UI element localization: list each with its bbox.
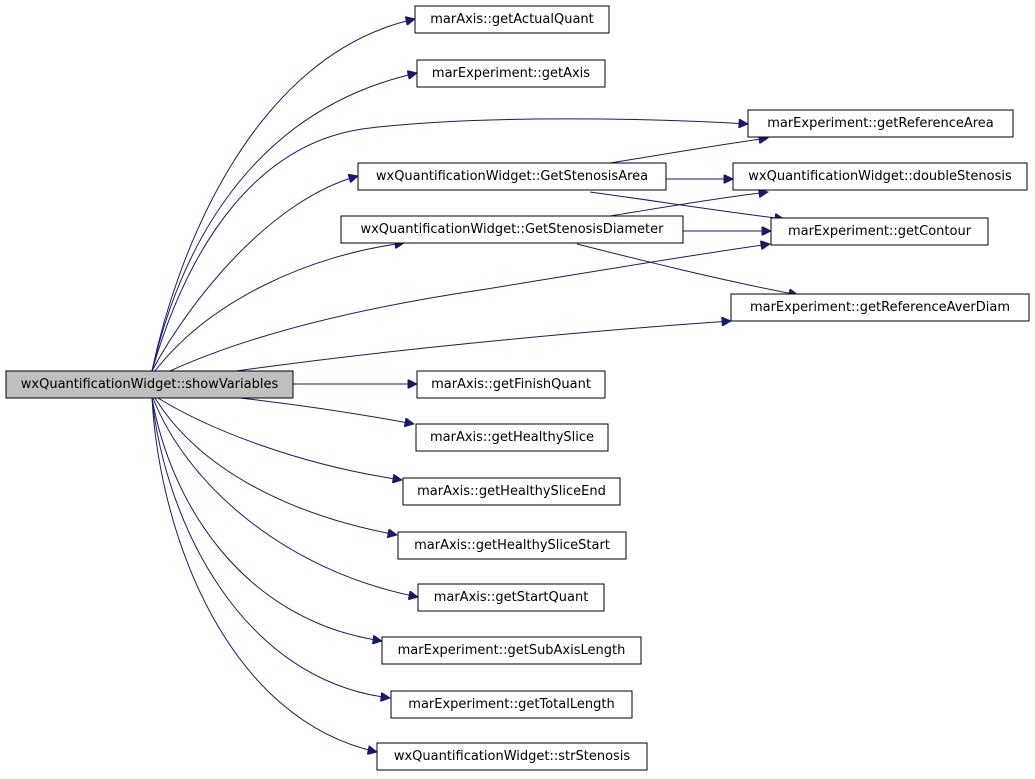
edge-root-to-n_refarea	[151, 118, 748, 372]
edge-root-to-n_contour	[169, 244, 770, 372]
edge-root-to-n_healthy	[239, 397, 414, 424]
node-label: wxQuantificationWidget::GetStenosisArea	[376, 169, 648, 184]
edge-root-to-n_actual	[151, 19, 415, 372]
node-n_refdiam[interactable]: marExperiment::getReferenceAverDiam	[730, 293, 1030, 322]
edge-root-to-n_strsten	[151, 397, 377, 752]
node-n_subaxis[interactable]: marExperiment::getSubAxisLength	[381, 636, 642, 665]
edge-root-to-n_subaxis	[151, 397, 382, 641]
edge-n_stendiam-to-n_refdiam	[576, 243, 798, 295]
node-n_total[interactable]: marExperiment::getTotalLength	[390, 690, 633, 719]
node-label: marExperiment::getContour	[788, 224, 972, 239]
edge-n_stenarea-to-n_refarea	[609, 138, 768, 164]
node-n_healthyst[interactable]: marAxis::getHealthySliceStart	[397, 531, 627, 560]
edge-root-to-n_total	[151, 397, 390, 698]
node-n_stendiam[interactable]: wxQuantificationWidget::GetStenosisDiame…	[340, 215, 684, 244]
edge-root-to-n_stendiam	[154, 243, 404, 372]
edge-root-to-n_start	[152, 397, 418, 597]
node-label: marExperiment::getReferenceArea	[767, 116, 994, 131]
node-n_refarea[interactable]: marExperiment::getReferenceArea	[747, 109, 1014, 138]
edge-root-to-n_healthyst	[154, 397, 397, 535]
nodes: wxQuantificationWidget::showVariables ma…	[5, 5, 1030, 771]
node-label: wxQuantificationWidget::GetStenosisDiame…	[360, 222, 664, 237]
edge-root-to-n_getaxis	[151, 73, 417, 372]
node-label: marExperiment::getReferenceAverDiam	[750, 300, 1010, 315]
node-label: marExperiment::getTotalLength	[408, 697, 614, 712]
node-n_start[interactable]: marAxis::getStartQuant	[417, 583, 605, 612]
node-n_healthyend[interactable]: marAxis::getHealthySliceEnd	[402, 477, 621, 506]
node-label: wxQuantificationWidget::doubleStenosis	[748, 169, 1012, 184]
node-label: marAxis::getStartQuant	[434, 590, 589, 605]
node-label: marAxis::getFinishQuant	[431, 377, 591, 392]
node-n_strsten[interactable]: wxQuantificationWidget::strStenosis	[376, 742, 648, 771]
node-n_double[interactable]: wxQuantificationWidget::doubleStenosis	[732, 162, 1028, 191]
node-label: wxQuantificationWidget::strStenosis	[394, 749, 631, 764]
node-root[interactable]: wxQuantificationWidget::showVariables	[5, 370, 294, 399]
node-n_actual[interactable]: marAxis::getActualQuant	[414, 5, 610, 34]
node-label: marAxis::getActualQuant	[430, 12, 594, 27]
edge-n_stenarea-to-n_contour	[589, 191, 784, 219]
edges	[151, 19, 798, 752]
node-label: marAxis::getHealthySliceStart	[414, 538, 610, 553]
node-label: marExperiment::getSubAxisLength	[398, 643, 626, 658]
node-n_healthy[interactable]: marAxis::getHealthySlice	[415, 423, 609, 452]
edge-root-to-n_stenarea	[151, 176, 358, 372]
edge-root-to-n_healthyend	[157, 397, 402, 480]
node-n_contour[interactable]: marExperiment::getContour	[770, 217, 989, 246]
edge-n_stendiam-to-n_double	[609, 192, 768, 217]
node-n_getaxis[interactable]: marExperiment::getAxis	[416, 59, 606, 88]
node-label: marExperiment::getAxis	[432, 66, 590, 81]
node-label: marAxis::getHealthySlice	[430, 430, 594, 445]
node-label: marAxis::getHealthySliceEnd	[417, 484, 606, 499]
node-label: wxQuantificationWidget::showVariables	[21, 377, 279, 392]
edge-root-to-n_refdiam	[235, 321, 731, 372]
node-n_finish[interactable]: marAxis::getFinishQuant	[416, 370, 606, 399]
node-n_stenarea[interactable]: wxQuantificationWidget::GetStenosisArea	[357, 162, 667, 191]
